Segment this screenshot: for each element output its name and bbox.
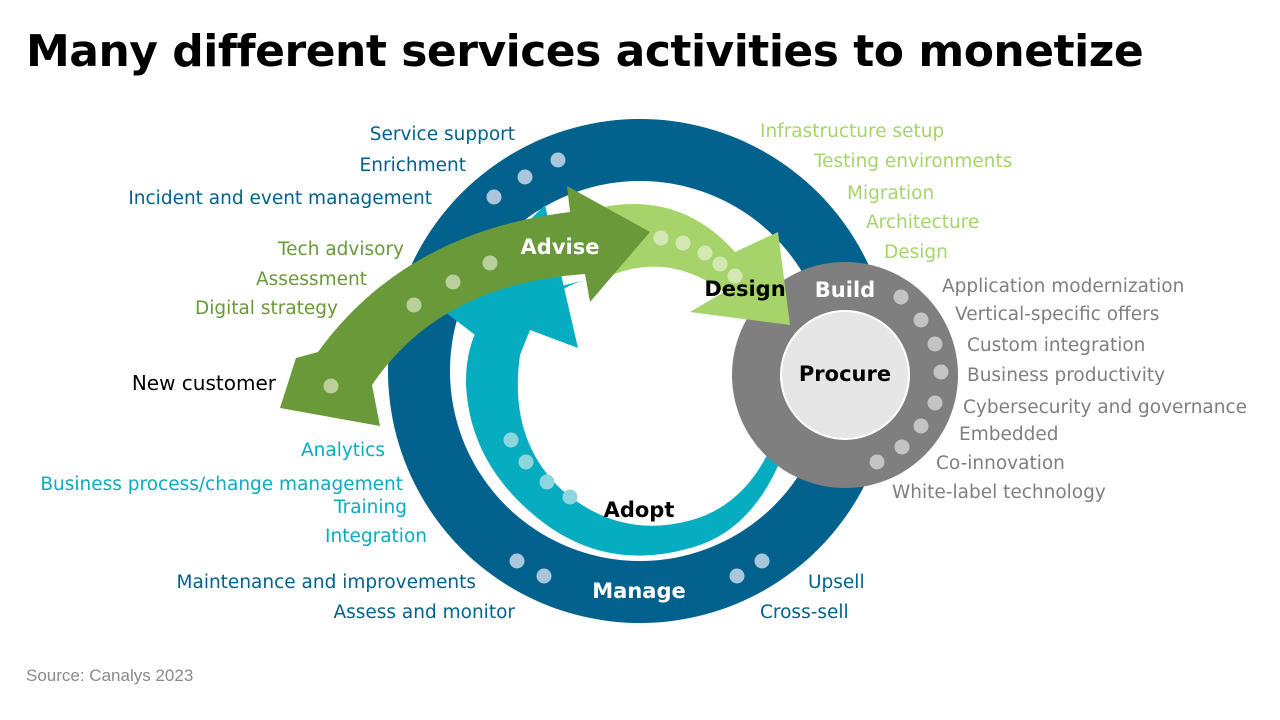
adopt-item: Integration xyxy=(325,526,427,547)
build-item: Application modernization xyxy=(942,276,1184,297)
build-item: Cybersecurity and governance xyxy=(963,397,1247,418)
design-item: Architecture xyxy=(866,212,979,233)
design-item: Migration xyxy=(847,183,934,204)
stage-procure-label: Procure xyxy=(799,362,891,386)
build-dots xyxy=(869,289,949,470)
manage-top-item: Incident and event management xyxy=(128,188,432,209)
manage-dots-top xyxy=(486,152,566,205)
procure-circle xyxy=(780,310,910,440)
design-item: Design xyxy=(884,242,948,263)
adopt-item: Training xyxy=(333,497,407,518)
manage-bottom-left-item: Maintenance and improvements xyxy=(177,572,476,593)
new-customer-label: New customer xyxy=(132,371,277,395)
manage-top-item: Service support xyxy=(370,124,515,145)
build-item: Vertical-specific offers xyxy=(955,304,1159,325)
adopt-dots xyxy=(503,432,578,505)
design-dots xyxy=(653,230,743,284)
manage-top-item: Enrichment xyxy=(360,155,466,176)
page-title: Many different services activities to mo… xyxy=(26,26,1144,77)
build-item: White-label technology xyxy=(892,482,1106,503)
manage-dots-bottom xyxy=(509,553,770,584)
stage-build-label: Build xyxy=(815,278,875,302)
design-item: Infrastructure setup xyxy=(760,121,944,142)
manage-bottom-right-item: Upsell xyxy=(808,572,865,593)
stage-manage-label: Manage xyxy=(592,579,685,603)
stage-adopt-label: Adopt xyxy=(604,498,675,522)
stage-advise-label: Advise xyxy=(521,235,600,259)
advise-arrow xyxy=(280,186,650,426)
adopt-item: Business process/change management xyxy=(40,474,403,495)
design-item: Testing environments xyxy=(813,151,1012,172)
advise-item: Digital strategy xyxy=(195,298,338,319)
build-item: Embedded xyxy=(959,424,1058,445)
stage-design-label: Design xyxy=(704,277,785,301)
advise-item: Assessment xyxy=(256,269,367,290)
adopt-item: Analytics xyxy=(301,440,385,461)
manage-bottom-right-item: Cross-sell xyxy=(760,602,849,623)
build-item: Business productivity xyxy=(967,365,1165,386)
advise-dots xyxy=(323,255,498,394)
manage-bottom-left-item: Assess and monitor xyxy=(333,602,515,623)
build-item: Custom integration xyxy=(967,335,1145,356)
advise-item: Tech advisory xyxy=(277,239,404,260)
build-item: Co-innovation xyxy=(936,453,1065,474)
source-note: Source: Canalys 2023 xyxy=(26,666,194,685)
